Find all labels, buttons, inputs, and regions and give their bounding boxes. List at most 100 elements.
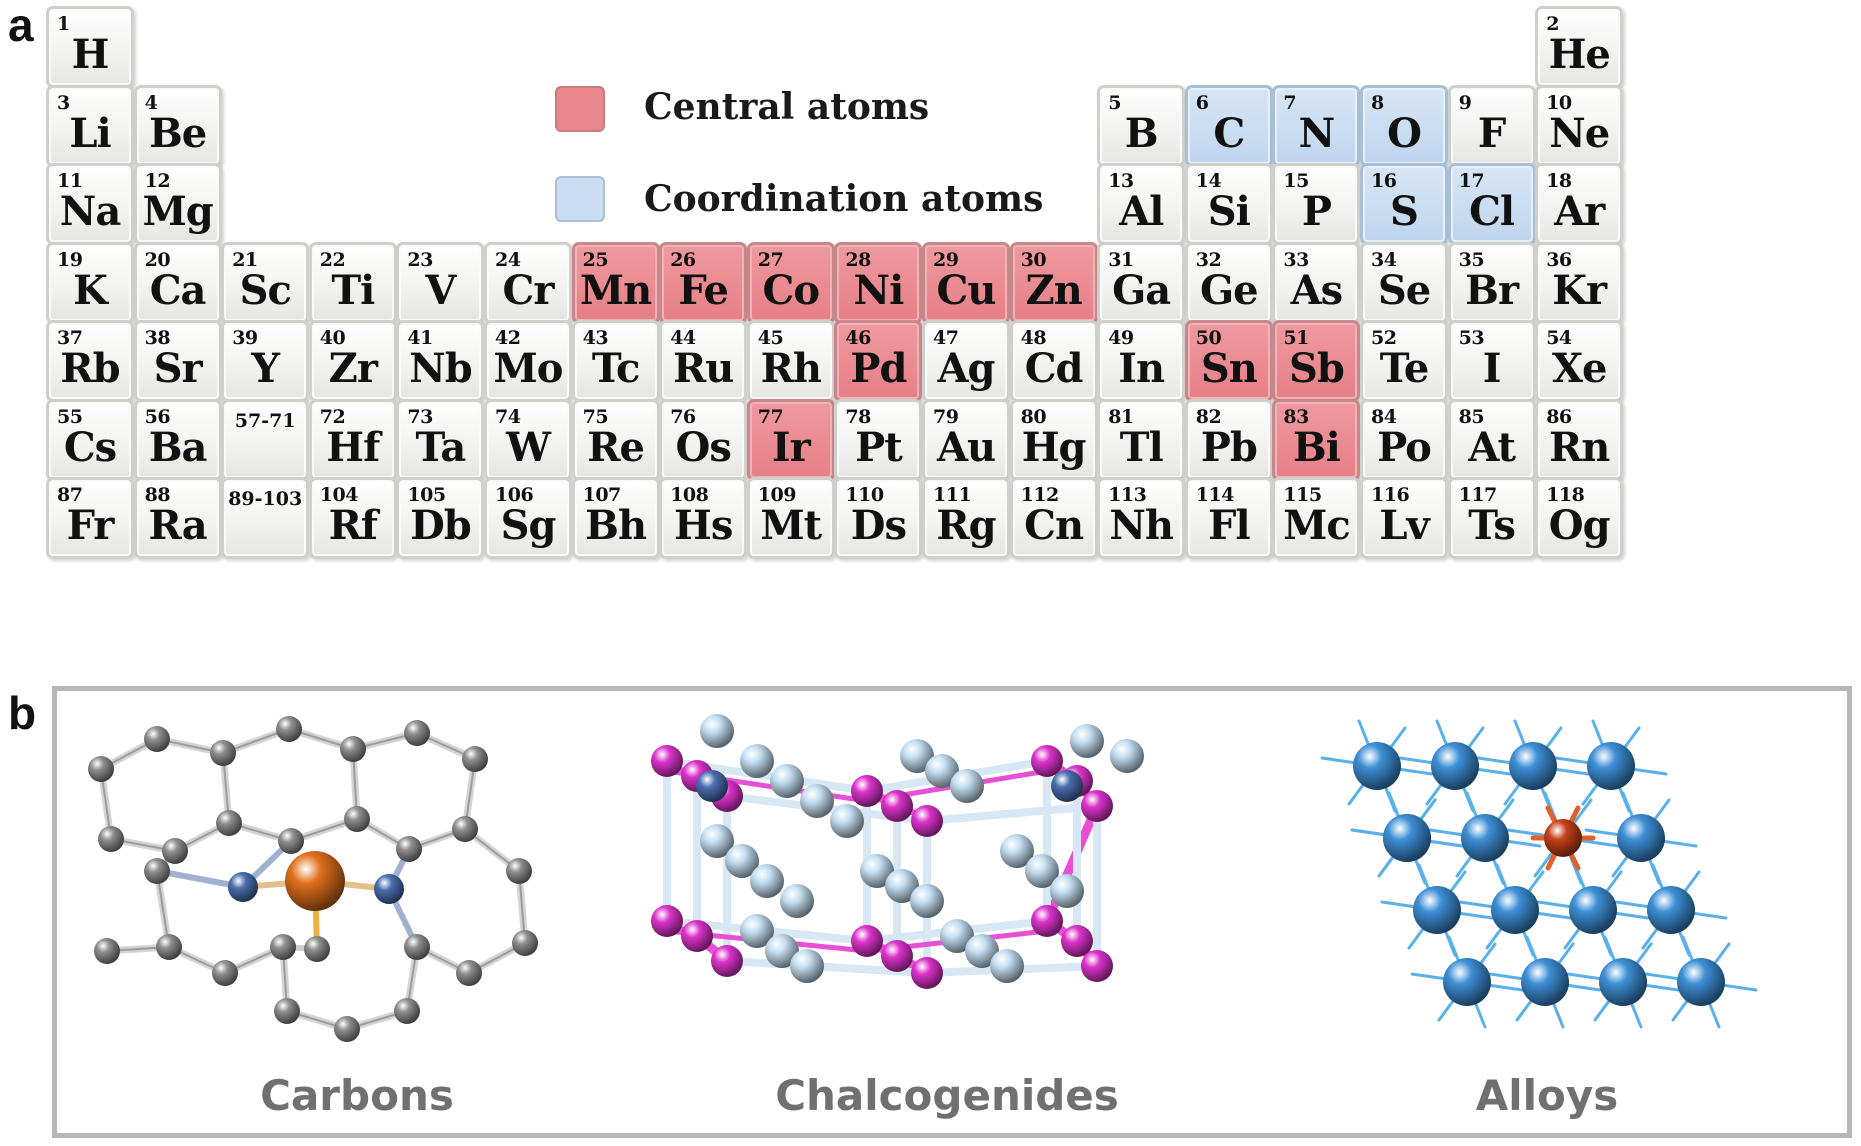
light-atom: [950, 769, 984, 803]
element-symbol: Cl: [1469, 188, 1515, 235]
atomic-number: 11: [57, 170, 83, 192]
atomic-number: 88: [144, 484, 171, 506]
carbon-atom: [162, 838, 188, 864]
element-symbol: Ag: [937, 345, 995, 392]
light-atom: [740, 744, 774, 778]
atomic-number: 36: [1546, 248, 1572, 271]
atomic-number: 51: [1283, 327, 1309, 349]
legend-central-label: Central atoms: [644, 86, 930, 128]
atomic-number: 16: [1371, 170, 1397, 192]
element-symbol: Os: [675, 423, 732, 471]
element-symbol: Ti: [331, 266, 375, 314]
light-atom: [1050, 874, 1084, 908]
atomic-number: 114: [1195, 484, 1235, 506]
alloy-atom: [1587, 742, 1635, 790]
atomic-number: 5: [1108, 91, 1121, 114]
alloy-atom: [1353, 742, 1401, 790]
carbon-atom: [462, 746, 488, 772]
element-symbol: As: [1290, 266, 1344, 314]
element-symbol: S: [1390, 188, 1419, 235]
carbon-atom: [340, 736, 366, 762]
atomic-number: 110: [845, 484, 884, 506]
element-symbol: Ds: [850, 502, 907, 549]
metal-atom: [285, 851, 345, 911]
atomic-number: 25: [582, 248, 609, 271]
atomic-number: 26: [670, 248, 696, 271]
atomic-number: 4: [144, 91, 158, 114]
light-atom: [800, 784, 834, 818]
atomic-number: 112: [1020, 484, 1060, 506]
atomic-number: 107: [582, 484, 622, 506]
carbon-atom: [94, 938, 120, 964]
element-symbol: Cd: [1024, 345, 1084, 392]
atomic-number: 118: [1546, 484, 1585, 506]
atomic-number: 82: [1195, 405, 1222, 428]
atomic-number: 87: [57, 484, 83, 506]
atomic-number: 108: [670, 484, 709, 506]
light-atom: [790, 949, 824, 983]
element-symbol: Bi: [1292, 423, 1341, 471]
element-symbol: K: [73, 266, 108, 314]
atomic-number: 34: [1371, 248, 1397, 271]
element-symbol: P: [1301, 188, 1332, 235]
element-symbol: Sg: [500, 502, 557, 549]
element-symbol: Lv: [1379, 502, 1429, 549]
alloy-atom: [1569, 886, 1617, 934]
carbon-atom: [278, 828, 304, 854]
atomic-number: 52: [1371, 327, 1397, 349]
element-symbol: Hg: [1021, 423, 1087, 471]
light-atom: [965, 934, 999, 968]
element-symbol: Cs: [63, 423, 117, 471]
element-symbol: Kr: [1552, 266, 1607, 314]
carbon-atom: [452, 816, 478, 842]
alloy-atom: [1413, 886, 1461, 934]
element-symbol: Pb: [1200, 423, 1258, 471]
carbon-atom: [144, 726, 170, 752]
atomic-number: 85: [1458, 405, 1485, 428]
element-symbol: C: [1213, 109, 1245, 157]
atomic-number: 24: [495, 248, 521, 271]
chalcogen-atom: [711, 945, 743, 977]
element-symbol: Ni: [853, 266, 905, 314]
element-symbol: Ba: [148, 423, 208, 471]
element-symbol: V: [425, 266, 456, 314]
atomic-number: 28: [845, 248, 871, 271]
carbon-atom: [334, 1016, 360, 1042]
carbon-atom: [212, 960, 238, 986]
element-symbol: Li: [69, 109, 111, 157]
chalcogen-atom: [881, 790, 913, 822]
element-symbol: Ta: [415, 423, 466, 471]
atomic-number: 73: [407, 405, 433, 428]
element-symbol: Sb: [1288, 345, 1345, 392]
carbons-structure: [88, 716, 538, 1042]
atomic-number: 43: [582, 327, 609, 349]
element-symbol: Cn: [1024, 502, 1084, 549]
element-symbol: Ge: [1199, 266, 1259, 314]
